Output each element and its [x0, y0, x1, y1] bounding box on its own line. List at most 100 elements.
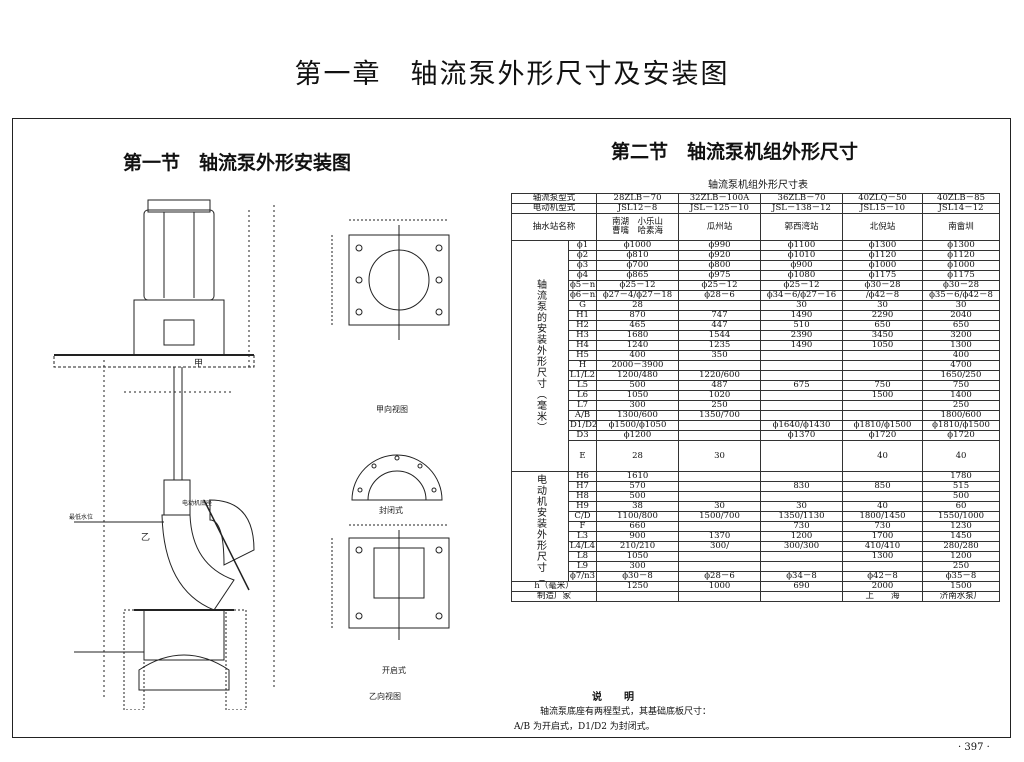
- table-cell: 300/300: [760, 541, 844, 552]
- table-cell: ϕ1300: [922, 240, 1001, 251]
- b-view-label: 乙向视图: [369, 691, 401, 701]
- row-label: H3: [567, 330, 598, 341]
- notes-heading: 说 明: [592, 692, 640, 703]
- header-value: 郭西湾站: [760, 213, 844, 241]
- table-cell: 1490: [760, 340, 844, 351]
- table-cell: 1500/700: [678, 511, 762, 522]
- maker-jinan: 济南水泵厂: [922, 591, 1001, 602]
- table-cell: [678, 481, 762, 492]
- row-label: E: [567, 440, 598, 472]
- header-value: JSL－138－12: [760, 203, 844, 214]
- table-cell: ϕ34－8: [760, 571, 844, 582]
- table-cell: 250: [922, 561, 1001, 572]
- table-cell: ϕ30－28: [842, 280, 924, 291]
- table-cell: [760, 390, 844, 401]
- header-value: 32ZLB－100A: [678, 193, 762, 204]
- table-cell: [760, 350, 844, 361]
- table-cell: 3200: [922, 330, 1001, 341]
- table-cell: [678, 491, 762, 502]
- row-label: L3: [567, 531, 598, 542]
- table-cell: 1610: [596, 471, 680, 482]
- table-cell: 1350/1130: [760, 511, 844, 522]
- table-cell: [842, 370, 924, 381]
- table-cell: 30: [842, 300, 924, 311]
- table-cell: 350: [678, 350, 762, 361]
- table-cell: 400: [922, 350, 1001, 361]
- closed-type-label: 封闭式: [379, 505, 403, 515]
- table-cell: 1050: [842, 340, 924, 351]
- table-cell: [842, 491, 924, 502]
- table-cell: ϕ30－28: [922, 280, 1001, 291]
- table-cell: [760, 561, 844, 572]
- notes-line2: A/B 为开启式，D1/D2 为封闭式。: [514, 722, 655, 732]
- table-cell: ϕ1120: [842, 250, 924, 261]
- maker-empty: [596, 591, 680, 602]
- table-cell: 30: [760, 300, 844, 311]
- h-value: 1250: [596, 581, 680, 592]
- header-label: 抽水站名称: [510, 213, 598, 241]
- table-cell: 870: [596, 310, 680, 321]
- table-cell: ϕ28－6: [678, 571, 762, 582]
- header-value: 瓜州站: [678, 213, 762, 241]
- header-value: 南畲圳: [922, 213, 1001, 241]
- table-cell: 4700: [922, 360, 1001, 371]
- table-cell: ϕ810: [596, 250, 680, 261]
- table-cell: ϕ34－6/ϕ27－16: [760, 290, 844, 301]
- table-cell: [760, 440, 844, 472]
- table-cell: 465: [596, 320, 680, 331]
- station-row: 抽水站名称南湖 小乐山曹嘴 哈素海瓜州站郭西湾站北倪站南畲圳: [510, 213, 1001, 241]
- table-cell: 1350/700: [678, 410, 762, 421]
- table-cell: ϕ28－6: [678, 290, 762, 301]
- chapter-title: 第一章 轴流泵外形尺寸及安装图: [294, 59, 730, 90]
- table-cell: [760, 471, 844, 482]
- low-water-label: 最低水位: [69, 513, 93, 521]
- table-cell: 900: [596, 531, 680, 542]
- table-cell: 1200: [760, 531, 844, 542]
- table-cell: 2040: [922, 310, 1001, 321]
- table-cell: 1550/1000: [922, 511, 1001, 522]
- row-label: D3: [567, 430, 598, 441]
- table-cell: 487: [678, 380, 762, 391]
- table-cell: 1500: [842, 390, 924, 401]
- table-cell: ϕ35－6/ϕ42－8: [922, 290, 1001, 301]
- maker-row: 制造厂家上 海济南水泵厂: [510, 591, 1001, 602]
- table-cell: 1800/600: [922, 410, 1001, 421]
- h-value: 1000: [678, 581, 762, 592]
- table-cell: 1700: [842, 531, 924, 542]
- table-cell: 30: [922, 300, 1001, 311]
- table-cell: ϕ1370: [760, 430, 844, 441]
- table-cell: ϕ1720: [922, 430, 1001, 441]
- table-cell: 1780: [922, 471, 1001, 482]
- row-label: L6: [567, 390, 598, 401]
- table-cell: [842, 410, 924, 421]
- table-cell: 210/210: [596, 541, 680, 552]
- table-cell: ϕ1640/ϕ1430: [760, 420, 844, 431]
- table-cell: ϕ1010: [760, 250, 844, 261]
- table-caption: 轴流泵机组外形尺寸表: [708, 180, 808, 191]
- row-label: F: [567, 521, 598, 532]
- content-frame: [12, 118, 1011, 738]
- table-cell: ϕ25－12: [760, 280, 844, 291]
- table-cell: 1050: [596, 390, 680, 401]
- table-cell: 2000－3900: [596, 360, 680, 371]
- motor-base-label: 电动机底座: [182, 499, 212, 507]
- section1-title: 第一节 轴流泵外形安装图: [123, 152, 352, 174]
- table-cell: 1300: [842, 551, 924, 562]
